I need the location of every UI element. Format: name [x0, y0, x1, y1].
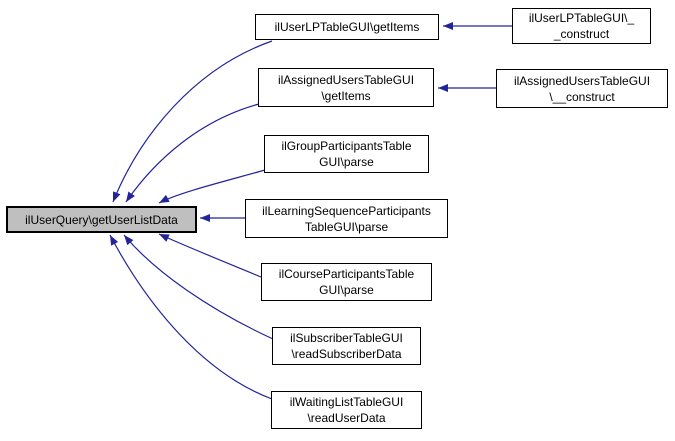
node-label-line1: ilUserLPTableGUI\_: [528, 11, 635, 25]
node-label-line1: ilGroupParticipantsTable: [281, 139, 412, 153]
node-ilsubscribertablegui-readsubscriberdata[interactable]: ilSubscriberTableGUI \readSubscriberData: [272, 327, 421, 365]
node-label-line1: ilLearningSequenceParticipants: [262, 203, 431, 218]
node-label-line2: TableGUI\parse: [304, 219, 389, 234]
node-label-line1: ilAssignedUsersTableGUI: [513, 73, 651, 88]
node-iluserquery-getuserlistdata[interactable]: ilUserQuery\getUserListData: [6, 206, 197, 233]
node-ilassigneduserstablegui-construct[interactable]: ilAssignedUsersTableGUI \__construct: [496, 69, 668, 108]
node-label-line2: GUI\parse: [319, 155, 374, 169]
edge-userlp-getitems-to-main: [112, 40, 273, 203]
node-label-line2: \readSubscriberData: [291, 347, 402, 361]
node-label-line1: ilAssignedUsersTableGUI: [277, 72, 415, 87]
node-ilwaitinglisttablegui-readuserdata[interactable]: ilWaitingListTableGUI \readUserData: [271, 391, 422, 429]
edge-courseparticipants-parse-to-main: [158, 233, 262, 278]
node-label: ilUserQuery\getUserListData: [25, 212, 178, 227]
node-label-line1: ilCourseParticipantsTable: [278, 267, 415, 281]
edge-waitinglist-readuserdata-to-main: [109, 234, 273, 400]
node-label-line2: _construct: [553, 27, 610, 41]
edge-groupparticipants-parse-to-main: [158, 169, 266, 204]
node-iluserlptablegui-getitems[interactable]: ilUserLPTableGUI\getItems: [255, 14, 439, 40]
node-label-line1: ilSubscriberTableGUI: [290, 331, 403, 345]
edge-subscriber-readsubscriberdata-to-main: [123, 234, 274, 340]
node-label-line2: \readUserData: [307, 411, 386, 425]
node-ilcourseparticipantstablegui-parse[interactable]: ilCourseParticipantsTable GUI\parse: [261, 263, 432, 301]
node-label: ilUserLPTableGUI\getItems: [274, 20, 420, 34]
node-label-line2: \getItems: [321, 88, 371, 103]
node-illearningsequenceparticipantstablegui-parse[interactable]: ilLearningSequenceParticipants TableGUI\…: [245, 199, 448, 238]
node-iluserlptablegui-construct[interactable]: ilUserLPTableGUI\_ _construct: [512, 8, 651, 44]
node-label-line2: GUI\parse: [319, 283, 374, 297]
node-label-line2: \__construct: [549, 89, 615, 104]
node-label-line1: ilWaitingListTableGUI: [289, 395, 404, 409]
node-ilgroupparticipantstablegui-parse[interactable]: ilGroupParticipantsTable GUI\parse: [264, 135, 429, 173]
node-ilassigneduserstablegui-getitems[interactable]: ilAssignedUsersTableGUI \getItems: [258, 68, 434, 107]
edge-assignedusers-getitems-to-main: [125, 103, 260, 203]
